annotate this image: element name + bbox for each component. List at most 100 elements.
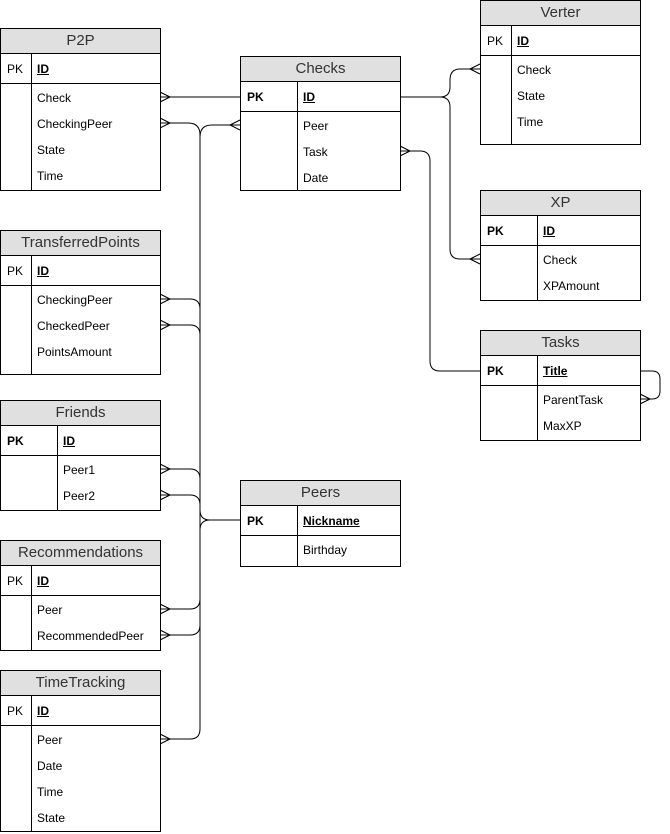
crowfoot-rec-recommendedpeer <box>159 629 171 641</box>
crowfoot-xp-check <box>469 253 481 265</box>
entity-title: Friends <box>1 401 160 426</box>
entity-transferredpoints[interactable]: TransferredPoints PK ID CheckingPeer Che… <box>0 230 161 375</box>
entity-checks[interactable]: Checks PK ID Peer Task Date <box>240 56 401 191</box>
crowfoot-verter-check <box>469 63 481 75</box>
rel-checks-tasks <box>400 150 480 372</box>
rel-tp-checkingpeer <box>160 298 201 310</box>
field-checkedpeer: CheckedPeer <box>37 319 110 333</box>
entity-p2p[interactable]: P2P PK ID Check CheckingPeer State Time <box>0 28 161 191</box>
column-divider <box>511 26 512 144</box>
column-divider <box>57 426 58 510</box>
pk-label: PK <box>7 704 24 718</box>
crowfoot-friends-peer1 <box>159 463 171 475</box>
entity-peers[interactable]: Peers PK Nickname Birthday <box>240 480 401 567</box>
rel-tp-checkedpeer <box>160 324 201 336</box>
entity-tasks[interactable]: Tasks PK Title ParentTask MaxXP <box>480 330 641 441</box>
rel-tt-peer <box>160 728 201 740</box>
entity-title: XP <box>481 191 640 216</box>
pk-row: PK ID <box>481 216 640 246</box>
entity-title: Recommendations <box>1 541 160 566</box>
pk-label: PK <box>7 264 24 278</box>
column-divider <box>297 82 298 190</box>
pk-label: PK <box>487 34 504 48</box>
pk-row: PK ID <box>1 256 160 286</box>
rel-tasks-self <box>640 370 661 400</box>
rel-friends-peer1 <box>160 468 201 480</box>
crowfoot-tp-checkingpeer <box>159 293 171 305</box>
column-divider <box>31 696 32 831</box>
entity-title: P2P <box>1 29 160 54</box>
entity-xp[interactable]: XP PK ID Check XPAmount <box>480 190 641 301</box>
field-check: Check <box>517 63 552 77</box>
pk-field: Title <box>543 364 568 378</box>
pk-label: PK <box>7 62 24 76</box>
column-divider <box>31 256 32 374</box>
field-state: State <box>517 89 546 103</box>
crowfoot-p2p-checkingpeer <box>159 117 171 129</box>
rel-peers-nickname-lower <box>199 519 211 531</box>
entity-title: TransferredPoints <box>1 231 160 256</box>
field-state: State <box>37 811 66 825</box>
field-maxxp: MaxXP <box>543 419 582 433</box>
entity-title: TimeTracking <box>1 671 160 696</box>
entity-title: Verter <box>481 1 640 26</box>
crowfoot-tasks-parent <box>639 393 651 405</box>
column-divider <box>297 506 298 566</box>
pk-row: PK ID <box>1 696 160 726</box>
pk-label: PK <box>7 434 24 448</box>
field-birthday: Birthday <box>303 543 348 557</box>
entity-friends[interactable]: Friends PK ID Peer1 Peer2 <box>0 400 161 511</box>
entity-recommendations[interactable]: Recommendations PK ID Peer RecommendedPe… <box>0 540 161 651</box>
field-checkingpeer: CheckingPeer <box>37 117 113 131</box>
pk-row: PK ID <box>1 566 160 596</box>
field-task: Task <box>303 145 328 159</box>
field-time: Time <box>37 169 64 183</box>
crowfoot-checks-peer <box>229 119 241 131</box>
field-peer2: Peer2 <box>63 489 96 503</box>
rel-rec-recommendedpeer <box>160 624 201 636</box>
field-date: Date <box>303 171 329 185</box>
column-divider <box>537 216 538 300</box>
column-divider <box>537 356 538 440</box>
crowfoot-rec-peer <box>159 603 171 615</box>
column-divider <box>31 54 32 190</box>
pk-row: PK ID <box>481 26 640 56</box>
crowfoot-p2p-check <box>159 91 171 103</box>
pk-field: ID <box>37 62 49 76</box>
rel-checks-verter <box>400 68 480 98</box>
pk-label: PK <box>487 364 504 378</box>
pk-field: ID <box>517 34 529 48</box>
pk-label: PK <box>247 90 264 104</box>
pk-field: ID <box>543 224 555 238</box>
pk-label: PK <box>247 514 264 528</box>
entity-verter[interactable]: Verter PK ID Check State Time <box>480 0 641 145</box>
pk-label: PK <box>7 574 24 588</box>
pk-row: PK Nickname <box>241 506 400 536</box>
rel-peers-nickname <box>199 509 240 521</box>
field-time: Time <box>517 115 544 129</box>
field-peer: Peer <box>37 603 63 617</box>
pk-row: PK ID <box>1 54 160 84</box>
entity-timetracking[interactable]: TimeTracking PK ID Peer Date Time State <box>0 670 161 832</box>
rel-checks-peer <box>199 124 240 138</box>
field-time: Time <box>37 785 64 799</box>
pk-field: ID <box>303 90 315 104</box>
pk-row: PK Title <box>481 356 640 386</box>
entity-title: Peers <box>241 481 400 506</box>
rel-checks-xp <box>439 96 480 260</box>
entity-title: Tasks <box>481 331 640 356</box>
field-peer1: Peer1 <box>63 463 96 477</box>
pk-row: PK ID <box>1 426 160 456</box>
crowfoot-tp-checkedpeer <box>159 319 171 331</box>
entity-title: Checks <box>241 57 400 82</box>
crowfoot-friends-peer2 <box>159 489 171 501</box>
field-xpamount: XPAmount <box>543 279 600 293</box>
rel-p2p-checkingpeer <box>160 122 201 136</box>
field-check: Check <box>543 253 578 267</box>
pk-field: ID <box>63 434 75 448</box>
pk-field: Nickname <box>303 514 360 528</box>
pk-field: ID <box>37 704 49 718</box>
pk-label: PK <box>487 224 504 238</box>
